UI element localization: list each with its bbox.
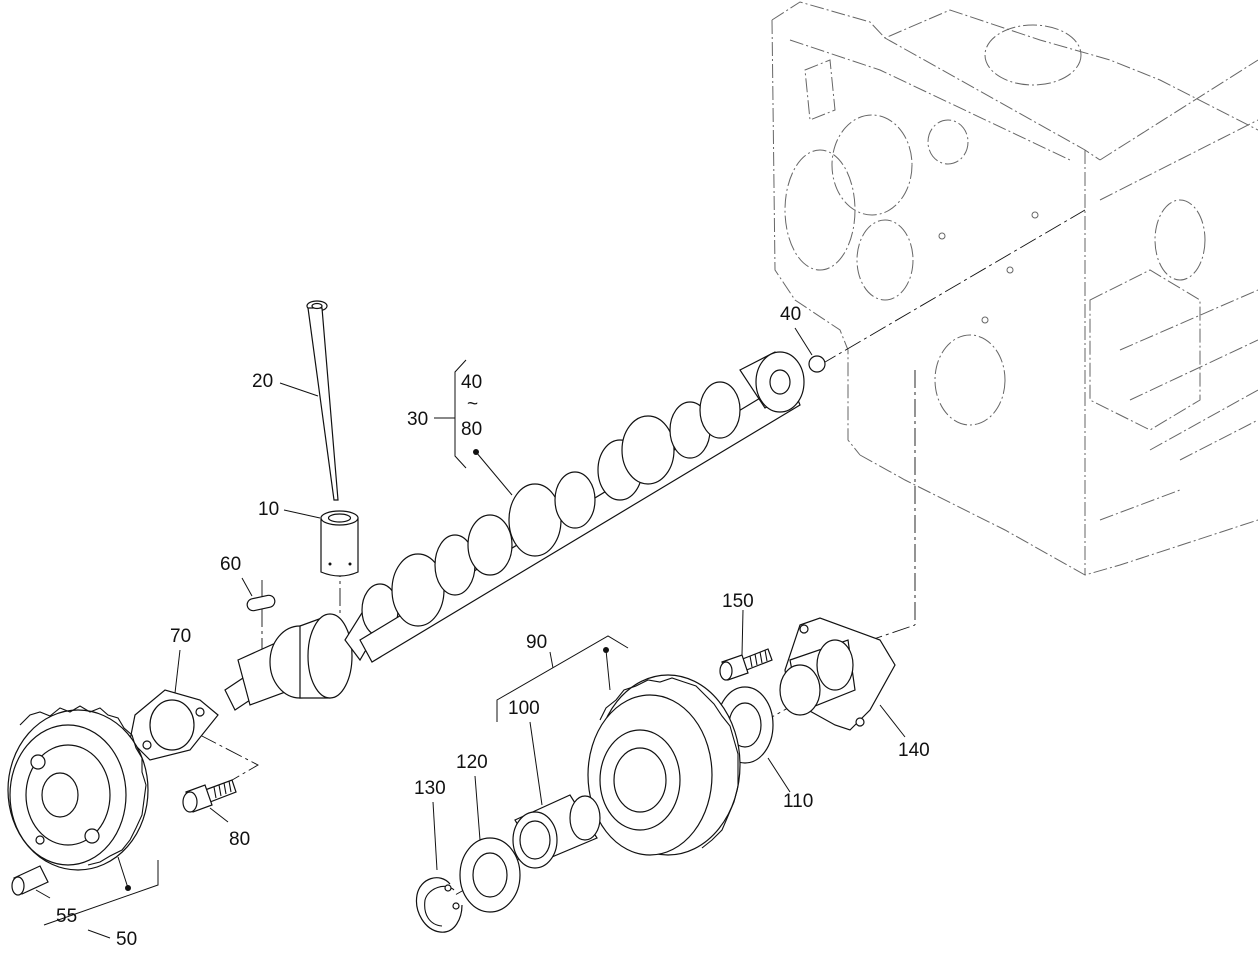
label-key: 60 xyxy=(220,554,241,575)
idle-gear xyxy=(587,674,741,856)
label-tappet: 10 xyxy=(258,499,279,520)
label-thrust-washer-b: 110 xyxy=(783,791,813,812)
push-rod xyxy=(306,300,339,501)
label-camshaft-assy: 30 xyxy=(407,409,428,430)
label-range-tilde: ~ xyxy=(467,394,478,415)
label-gear-assy: 50 xyxy=(116,929,137,950)
snap-ring xyxy=(415,877,463,933)
camshaft-axis-line xyxy=(819,209,1086,366)
label-pin: 55 xyxy=(56,906,77,927)
steel-ball xyxy=(808,355,826,373)
idle-shaft xyxy=(779,617,896,731)
camshaft xyxy=(224,351,805,711)
bolt xyxy=(182,779,237,813)
label-bushing: 100 xyxy=(508,698,540,719)
label-idle-shaft: 140 xyxy=(898,740,930,761)
label-bolt-2: 150 xyxy=(722,591,754,612)
label-thrust-plate: 70 xyxy=(170,626,191,647)
label-snap-ring: 130 xyxy=(414,778,446,799)
key xyxy=(246,594,276,612)
label-range-top: 40 xyxy=(461,372,482,393)
label-push-rod: 20 xyxy=(252,371,273,392)
label-range-bottom: 80 xyxy=(461,419,482,440)
label-idle-gear-assy: 90 xyxy=(526,632,547,653)
thrust-plate xyxy=(129,689,219,761)
label-bolt: 80 xyxy=(229,829,250,850)
cam-gear xyxy=(7,705,149,871)
tappet xyxy=(320,510,359,577)
thrust-washer-120 xyxy=(459,837,521,913)
bushing xyxy=(512,794,601,869)
idle-bolt xyxy=(719,648,773,681)
pin xyxy=(11,865,49,896)
engine-block-phantom xyxy=(771,1,1258,576)
label-ball: 40 xyxy=(780,304,801,325)
label-thrust-washer-a: 120 xyxy=(456,752,488,773)
leader-lines xyxy=(35,327,906,939)
